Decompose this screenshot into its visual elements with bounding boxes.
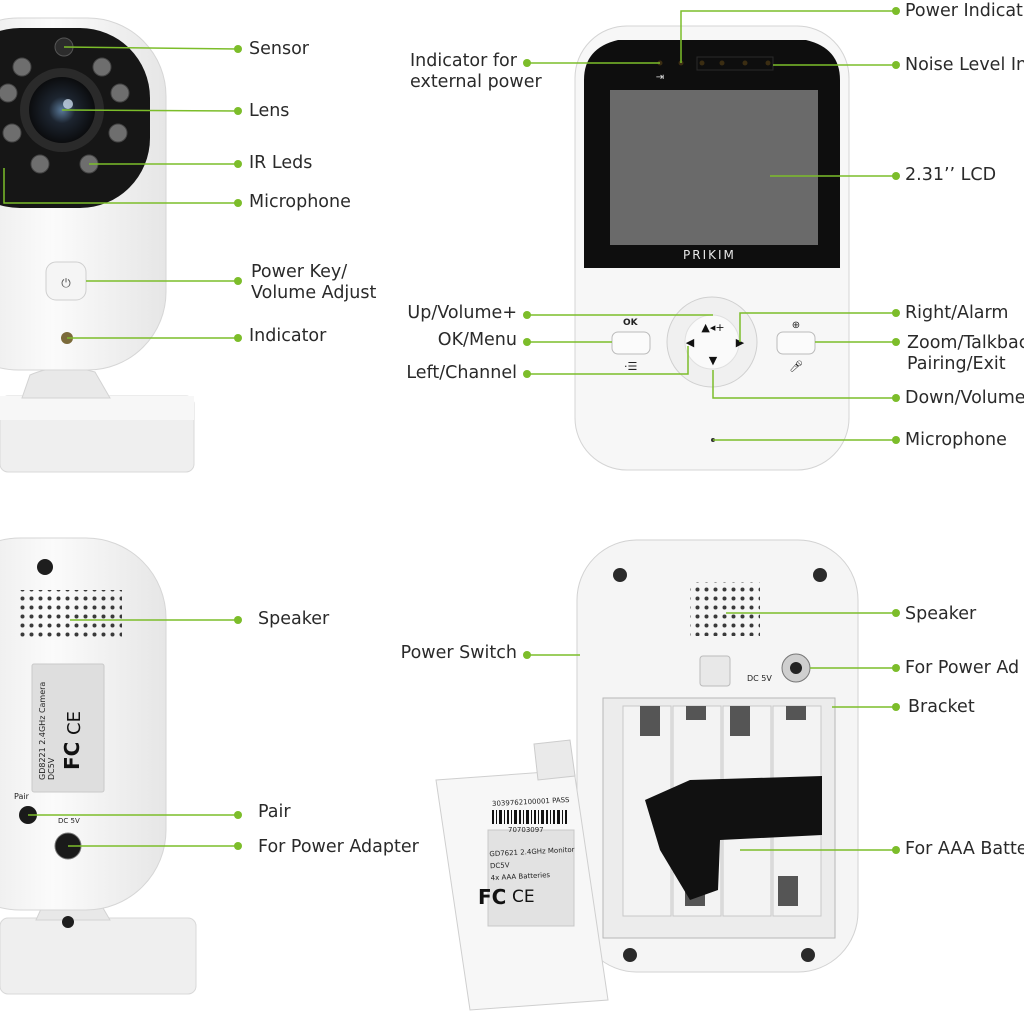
label-up-volume: Up/Volume+ xyxy=(407,303,517,323)
monitor-back xyxy=(435,539,859,1011)
monitor-dc-text: DC 5V xyxy=(747,674,772,683)
label-bracket: Bracket xyxy=(908,697,975,717)
camera-fc-mark: FC xyxy=(60,741,84,770)
label-pair: Pair xyxy=(258,802,291,822)
label-external-power-line-1: Indicator for xyxy=(410,51,517,71)
monitor-speaker-grill xyxy=(690,582,760,636)
camera-sticker-line-1: GD8221 2.4GHz Camera xyxy=(38,681,47,780)
cover-ce-mark: CE xyxy=(512,887,535,907)
label-ir-leds: IR Leds xyxy=(249,153,313,173)
power-symbol: ⏻ xyxy=(61,276,71,290)
label-down-volume: Down/Volume xyxy=(905,388,1024,408)
camera-front: ⏻ xyxy=(0,17,195,473)
label-power-switch: Power Switch xyxy=(400,643,517,663)
label-zoom-talkback-line-1: Zoom/Talkbac xyxy=(907,333,1024,353)
camera-sticker-text: GD8221 2.4GHz Camera DC5V xyxy=(38,660,56,780)
ok-key xyxy=(611,331,651,355)
monitor-dc-jack xyxy=(790,662,802,674)
label-noise-level: Noise Level In xyxy=(905,55,1024,75)
label-external-power-line-2: external power xyxy=(410,72,542,92)
label-left-channel: Left/Channel xyxy=(406,363,517,383)
cover-sticker-text: GD7621 2.4GHz Monitor DC5V 4x AAA Batter… xyxy=(489,844,576,884)
noise-led-frame xyxy=(696,56,774,71)
leader-lines xyxy=(3,10,896,851)
svg-text:▼: ▼ xyxy=(709,354,718,367)
pair-text: Pair xyxy=(14,792,29,801)
svg-text:⇥: ⇥ xyxy=(656,72,664,83)
camera-back-stand xyxy=(0,917,197,995)
zoom-key xyxy=(776,331,816,355)
barcode xyxy=(492,810,567,824)
lcd-screen xyxy=(610,90,818,245)
label-camera-speaker: Speaker xyxy=(258,609,330,629)
cover-sticker xyxy=(487,829,575,927)
brand-logo: PRIKIM xyxy=(683,248,736,262)
label-power-key: Power Key/ Volume Adjust xyxy=(251,262,376,304)
label-lens: Lens xyxy=(249,101,290,121)
svg-text:◀: ◀ xyxy=(686,336,695,349)
ir-leds xyxy=(0,57,130,174)
camera-stand-top xyxy=(0,396,194,420)
monitor-front: ⇥ ▲◂+ ▼ ◀ ▶ ·☰ ⊕ 🎤︎ xyxy=(574,25,850,471)
cover-fc-mark: FC xyxy=(478,885,507,909)
camera-back xyxy=(0,537,197,995)
ok-key-label: OK xyxy=(623,318,638,328)
camera-dc-text: DC 5V xyxy=(58,817,80,825)
label-power-indicator: Power Indicat xyxy=(905,1,1023,21)
battery-ribbon xyxy=(645,776,822,900)
label-external-power: Indicator for external power xyxy=(410,51,542,93)
label-battery: For AAA Batte xyxy=(905,839,1024,859)
camera-stand-neck xyxy=(21,367,111,399)
label-power-key-line-1: Power Key/ xyxy=(251,262,348,282)
label-monitor-power-adapter: For Power Ad xyxy=(905,658,1020,678)
label-ok-menu: OK/Menu xyxy=(437,330,517,350)
label-camera-microphone: Microphone xyxy=(249,192,351,212)
svg-text:▶: ▶ xyxy=(736,336,745,349)
label-lcd: 2.31’’ LCD xyxy=(905,165,997,185)
cover-barcode-num: 70703097 xyxy=(508,826,544,834)
lens-glare xyxy=(63,99,73,109)
screw-hole xyxy=(37,559,53,575)
camera-sticker xyxy=(31,663,105,793)
svg-text:·☰: ·☰ xyxy=(624,360,637,373)
label-monitor-speaker: Speaker xyxy=(905,604,977,624)
label-indicator: Indicator xyxy=(249,326,327,346)
label-sensor: Sensor xyxy=(249,39,309,59)
camera-ce-mark: CE xyxy=(64,711,85,735)
camera-speaker-grill xyxy=(16,590,122,640)
label-zoom-talkback: Zoom/Talkbac Pairing/Exit xyxy=(907,333,1024,375)
svg-text:⊕: ⊕ xyxy=(792,320,800,331)
label-zoom-talkback-line-2: Pairing/Exit xyxy=(907,354,1006,374)
svg-text:🎤︎: 🎤︎ xyxy=(789,360,803,373)
leader-dots xyxy=(234,7,900,854)
label-right-alarm: Right/Alarm xyxy=(905,303,1009,323)
label-camera-power-adapter: For Power Adapter xyxy=(258,837,419,857)
svg-text:▲◂+: ▲◂+ xyxy=(701,321,724,334)
camera-sticker-line-2: DC5V xyxy=(47,757,56,780)
label-power-key-line-2: Volume Adjust xyxy=(251,283,377,303)
label-monitor-microphone: Microphone xyxy=(905,430,1007,450)
